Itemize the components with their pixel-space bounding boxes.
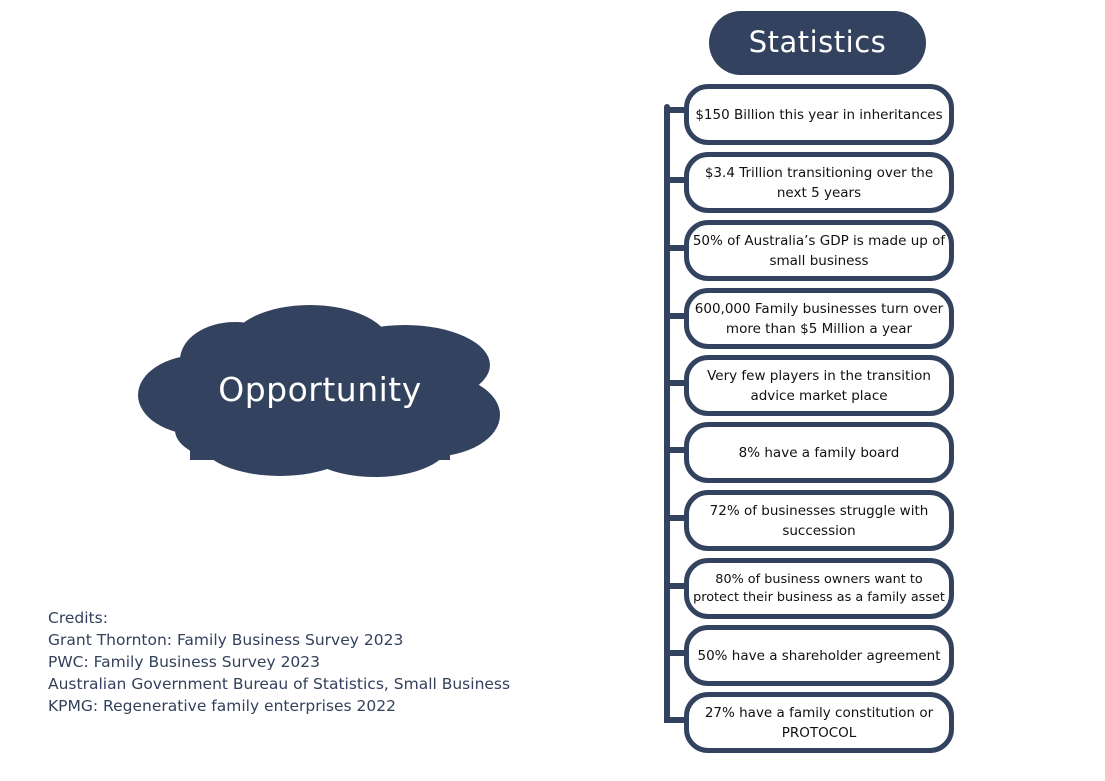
tree-spine: [664, 104, 670, 722]
stat-text: $150 Billion this year in inheritances: [695, 106, 943, 123]
tree-connector: [664, 380, 688, 386]
tree-connector: [664, 313, 688, 319]
stat-text: 27% have a family constitution or PROTOC…: [704, 704, 934, 741]
stat-text: 600,000 Family businesses turn over more…: [694, 300, 944, 337]
tree-connector: [664, 515, 688, 521]
stat-text: 50% have a shareholder agreement: [697, 647, 941, 664]
stat-text: 50% of Australia’s GDP is made up of sma…: [692, 232, 946, 269]
cloud-label: Opportunity: [218, 370, 422, 409]
tree-connector: [664, 177, 688, 183]
tree-connector: [664, 245, 688, 251]
cloud-shape: [138, 305, 500, 477]
stat-item: 50% have a shareholder agreement: [684, 625, 954, 686]
stat-text: $3.4 Trillion transitioning over the nex…: [704, 164, 934, 201]
credit-line: KPMG: Regenerative family enterprises 20…: [48, 697, 396, 715]
credit-line: Grant Thornton: Family Business Survey 2…: [48, 631, 404, 649]
stat-text: 72% of businesses struggle with successi…: [709, 502, 929, 539]
tree-connector: [664, 717, 688, 723]
opportunity-cloud: Opportunity: [130, 300, 510, 485]
stat-item: 27% have a family constitution or PROTOC…: [684, 692, 954, 753]
stat-text: Very few players in the transition advic…: [707, 367, 931, 404]
tree-connector: [664, 583, 688, 589]
tree-connector: [664, 107, 688, 113]
stat-item: 8% have a family board: [684, 422, 954, 483]
credit-line: Australian Government Bureau of Statisti…: [48, 675, 511, 693]
stat-item: 80% of business owners want to protect t…: [684, 558, 954, 619]
stat-item: $3.4 Trillion transitioning over the nex…: [684, 152, 954, 213]
credits-heading: Credits:: [48, 609, 108, 627]
stat-item: $150 Billion this year in inheritances: [684, 84, 954, 145]
stat-item: Very few players in the transition advic…: [684, 355, 954, 416]
tree-connector: [664, 447, 688, 453]
tree-connector: [664, 650, 688, 656]
stat-text: 8% have a family board: [738, 444, 900, 461]
stat-item: 72% of businesses struggle with successi…: [684, 490, 954, 551]
statistics-title: Statistics: [709, 11, 926, 75]
stat-item: 600,000 Family businesses turn over more…: [684, 288, 954, 349]
credits: Credits: Grant Thornton: Family Business…: [48, 607, 510, 717]
stat-item: 50% of Australia’s GDP is made up of sma…: [684, 220, 954, 281]
stat-text: 80% of business owners want to protect t…: [693, 572, 945, 605]
credit-line: PWC: Family Business Survey 2023: [48, 653, 321, 671]
